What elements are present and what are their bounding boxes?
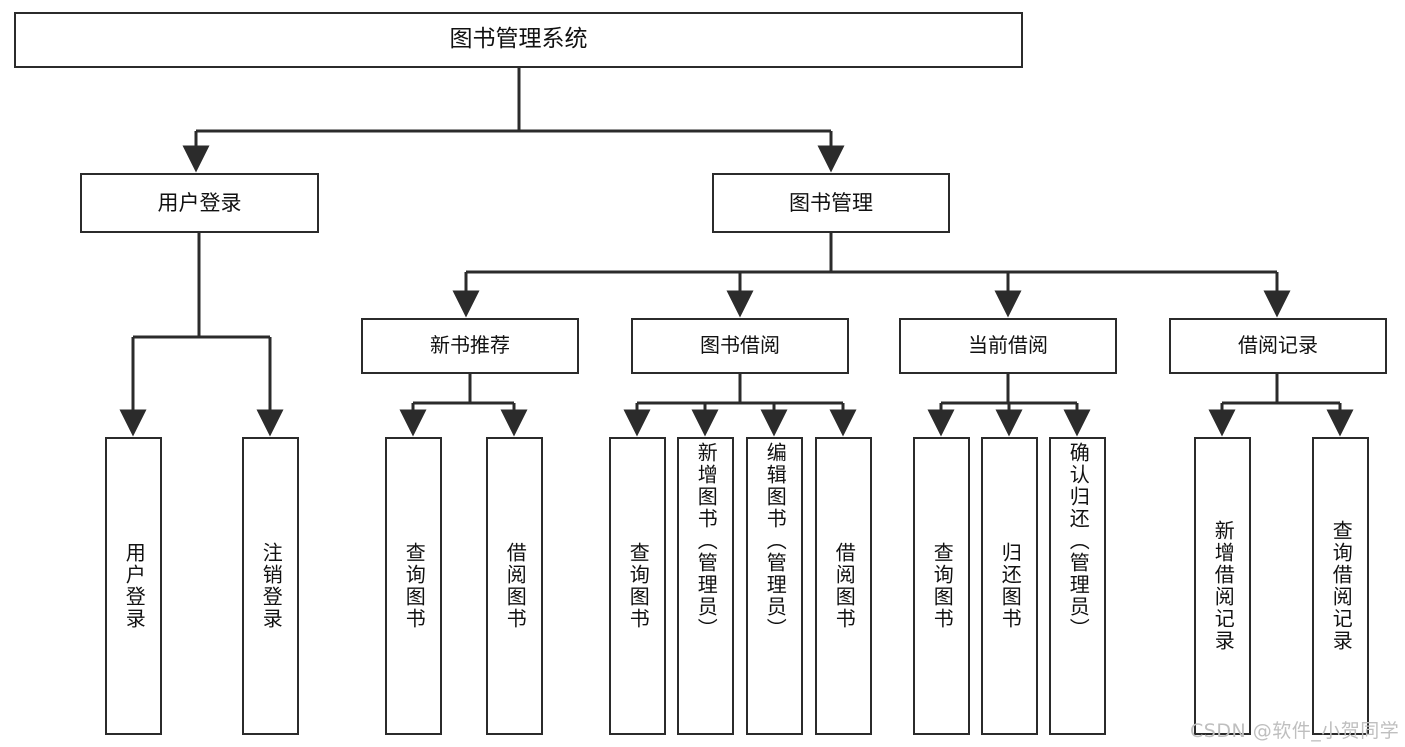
node-book-manage[interactable]: 图书管理: [712, 173, 950, 233]
node-current-borrow[interactable]: 当前借阅: [899, 318, 1117, 374]
node-leaf-borrow-book-2-label: 借阅图书: [832, 542, 857, 630]
node-leaf-confirm-return[interactable]: 确认归还（管理员）: [1049, 437, 1106, 735]
node-borrow-record[interactable]: 借阅记录: [1169, 318, 1387, 374]
node-leaf-add-record[interactable]: 新增借阅记录: [1194, 437, 1251, 735]
node-book-borrow[interactable]: 图书借阅: [631, 318, 849, 374]
node-leaf-edit-book-label: 编辑图书（管理员）: [763, 442, 788, 640]
node-leaf-add-book-label: 新增图书（管理员）: [694, 442, 719, 640]
node-leaf-query-book-1-label: 查询图书: [402, 542, 427, 630]
node-book-manage-label: 图书管理: [789, 190, 873, 215]
node-leaf-query-book-1[interactable]: 查询图书: [385, 437, 442, 735]
node-leaf-user-login-label: 用户登录: [122, 542, 147, 630]
node-current-borrow-label: 当前借阅: [968, 333, 1048, 358]
node-leaf-query-book-3[interactable]: 查询图书: [913, 437, 970, 735]
node-leaf-logout-label: 注销登录: [259, 542, 284, 630]
node-leaf-query-book-2-label: 查询图书: [626, 542, 651, 630]
node-leaf-user-login[interactable]: 用户登录: [105, 437, 162, 735]
node-user-login[interactable]: 用户登录: [80, 173, 319, 233]
node-new-book-rec-label: 新书推荐: [430, 333, 510, 358]
node-leaf-borrow-book-1[interactable]: 借阅图书: [486, 437, 543, 735]
node-leaf-add-record-label: 新增借阅记录: [1211, 520, 1236, 652]
csdn-watermark: CSDN @软件_小贺同学: [1190, 720, 1400, 742]
node-user-login-label: 用户登录: [157, 190, 242, 215]
node-leaf-query-record-label: 查询借阅记录: [1329, 520, 1354, 652]
node-leaf-query-record[interactable]: 查询借阅记录: [1312, 437, 1369, 735]
node-leaf-query-book-3-label: 查询图书: [930, 542, 955, 630]
node-leaf-edit-book[interactable]: 编辑图书（管理员）: [746, 437, 803, 735]
node-leaf-borrow-book-2[interactable]: 借阅图书: [815, 437, 872, 735]
node-root[interactable]: 图书管理系统: [14, 12, 1023, 68]
node-leaf-borrow-book-1-label: 借阅图书: [503, 542, 528, 630]
node-new-book-rec[interactable]: 新书推荐: [361, 318, 579, 374]
node-leaf-return-book-label: 归还图书: [998, 542, 1023, 630]
node-leaf-logout[interactable]: 注销登录: [242, 437, 299, 735]
node-leaf-return-book[interactable]: 归还图书: [981, 437, 1038, 735]
node-leaf-confirm-return-label: 确认归还（管理员）: [1066, 442, 1091, 640]
node-root-label: 图书管理系统: [449, 26, 588, 53]
node-borrow-record-label: 借阅记录: [1238, 333, 1318, 358]
node-book-borrow-label: 图书借阅: [700, 333, 780, 358]
node-leaf-query-book-2[interactable]: 查询图书: [609, 437, 666, 735]
node-leaf-add-book[interactable]: 新增图书（管理员）: [677, 437, 734, 735]
